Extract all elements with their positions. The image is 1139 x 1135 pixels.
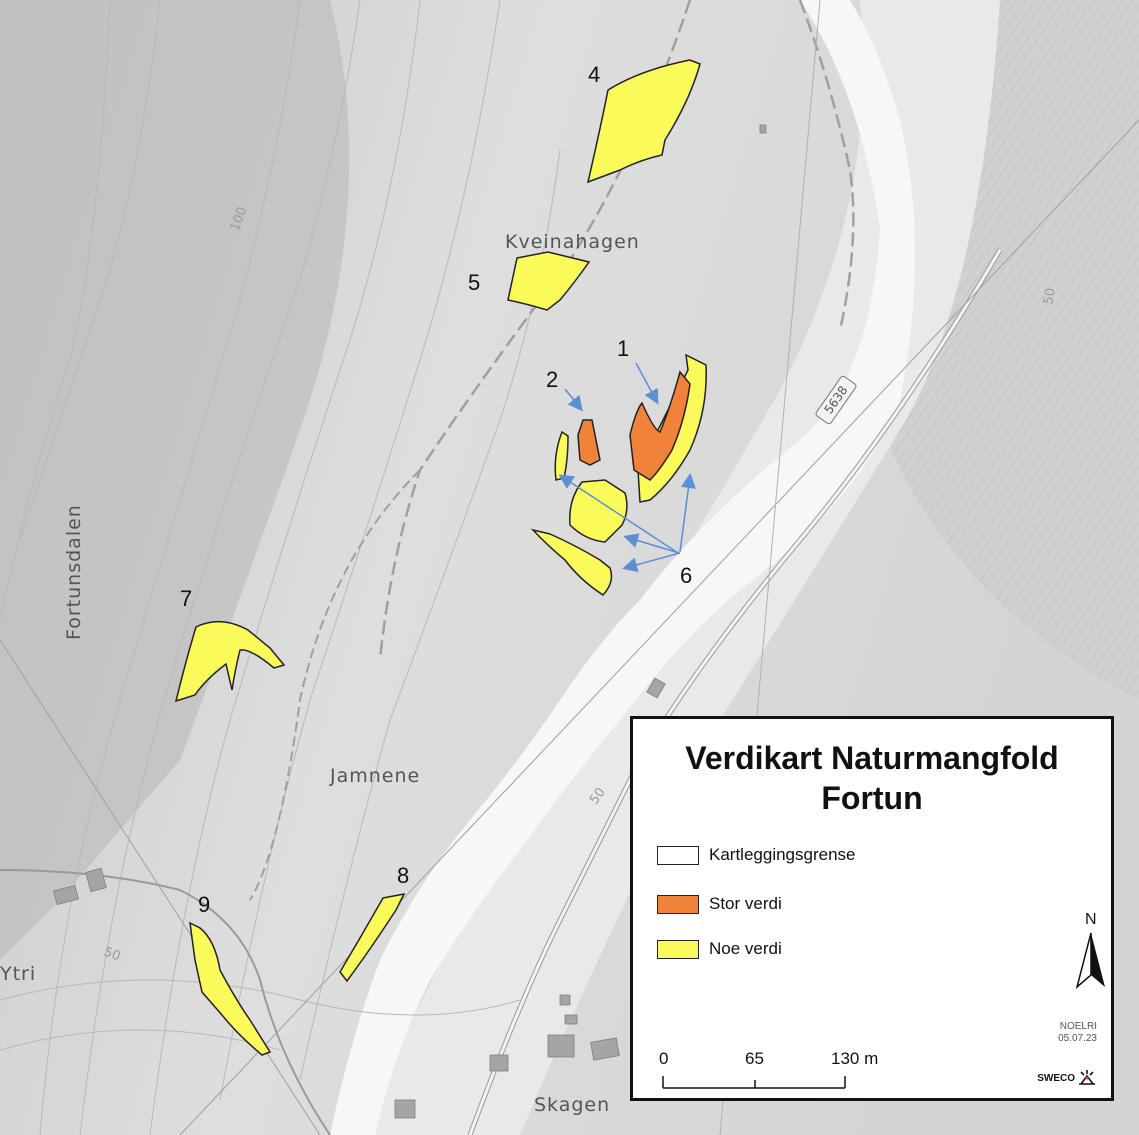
polygon-8 xyxy=(339,892,406,983)
buildings xyxy=(53,124,767,1119)
polygon-label-9: 9 xyxy=(198,892,210,917)
legend-item-kartleggingsgrense: Kartleggingsgrense xyxy=(657,844,855,866)
north-arrow-icon xyxy=(1075,932,1105,990)
map-author: NOELRI xyxy=(1059,1021,1097,1032)
legend-title-line2: Fortun xyxy=(821,780,923,816)
legend-title-line1: Verdikart Naturmangfold xyxy=(685,740,1059,776)
polygon-1 xyxy=(629,370,691,481)
brand-name: SWECO xyxy=(1037,1073,1075,1084)
map-date: 05.07.23 xyxy=(1058,1033,1097,1044)
stor-verdi-polygons xyxy=(577,370,691,481)
noe-verdi-polygons xyxy=(174,59,707,1056)
contour-lines xyxy=(0,0,561,1135)
legend-item-noe-verdi: Noe verdi xyxy=(657,938,782,960)
polygon-6c xyxy=(530,528,613,596)
polygon-label-5: 5 xyxy=(468,270,480,295)
polygon-label-1: 1 xyxy=(617,336,629,361)
legend-item-label: Kartleggingsgrense xyxy=(709,845,856,864)
dark-ridge-left xyxy=(0,0,350,960)
polygon-label-8: 8 xyxy=(397,863,409,888)
scale-label-130: 130 m xyxy=(831,1049,879,1068)
legend-swatch xyxy=(657,939,699,959)
place-skagen: Skagen xyxy=(534,1094,610,1116)
polygon-label-4: 4 xyxy=(588,62,600,87)
map-legend: Verdikart Naturmangfold Fortun Kartleggi… xyxy=(630,716,1114,1101)
scale-label-0: 0 xyxy=(659,1049,669,1068)
polygon-9 xyxy=(189,921,272,1056)
power-line-1 xyxy=(179,119,1139,1135)
pointer-arrows xyxy=(558,362,696,573)
polygon-6b xyxy=(569,479,628,543)
place-kveinahagen: Kveinahagen xyxy=(505,231,640,253)
legend-swatch xyxy=(657,894,699,914)
polygon-7 xyxy=(174,621,286,703)
elevation-label: 50 xyxy=(1041,287,1059,306)
place-fortunsdalen: Fortunsdalen xyxy=(63,504,85,640)
scale-bar xyxy=(662,1076,846,1089)
polygon-4 xyxy=(586,59,701,184)
north-label: N xyxy=(1085,911,1097,928)
polygon-label-7: 7 xyxy=(180,586,192,611)
track-dashed-3 xyxy=(249,469,421,901)
river xyxy=(330,0,915,1135)
elevation-label: 50 xyxy=(102,945,123,965)
legend-item-label: Noe verdi xyxy=(709,939,782,958)
legend-swatch xyxy=(657,845,699,865)
track-dashed-2 xyxy=(798,0,855,331)
legend-item-label: Stor verdi xyxy=(709,894,782,913)
polygon-2 xyxy=(577,419,601,466)
polygon-label-2: 2 xyxy=(546,367,558,392)
place-jamnene: Jamnene xyxy=(329,765,420,787)
polygon-5 xyxy=(507,251,591,311)
legend-item-stor-verdi: Stor verdi xyxy=(657,893,782,915)
sweco-logo-icon xyxy=(1079,1070,1095,1085)
polygon-label-6: 6 xyxy=(680,563,692,588)
scale-label-65: 65 xyxy=(745,1049,764,1068)
place-ytri: Ytri xyxy=(0,963,36,985)
